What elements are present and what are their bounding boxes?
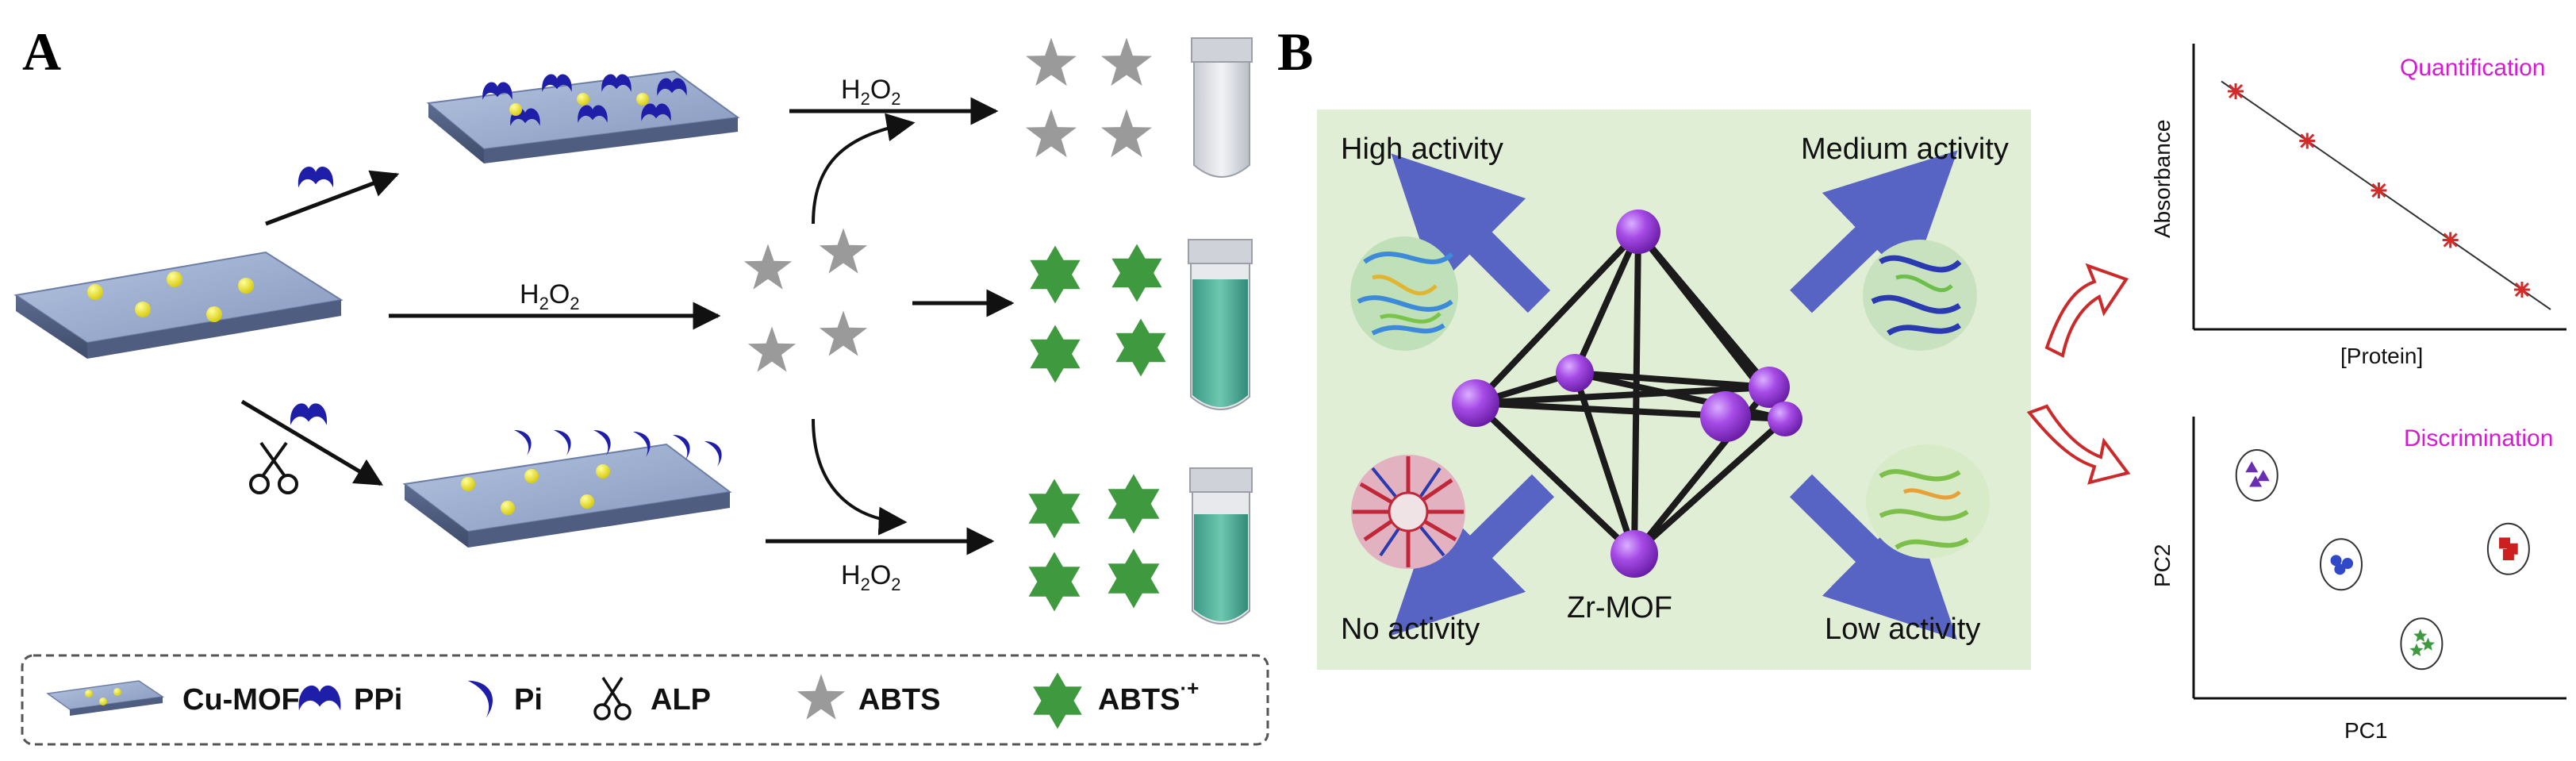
legend-abts-radical: ABTS·+ [1033, 672, 1199, 729]
protein-medium [1863, 240, 1977, 351]
ppi-over-arrow [298, 166, 334, 188]
legend-pi: Pi [467, 680, 543, 718]
legend-alp-label: ALP [651, 683, 711, 717]
disc-ylabel: PC2 [2150, 544, 2175, 587]
legend-abts-radical-label: ABTS·+ [1098, 676, 1199, 717]
cu-mof-slab-ppi [426, 70, 740, 163]
cluster-ellipse [2486, 522, 2530, 575]
disc-point [2502, 549, 2514, 561]
abts-radical-stars-middle [1030, 244, 1166, 383]
legend-pi-label: Pi [514, 683, 543, 717]
tube-clear [1191, 37, 1253, 178]
abts-stars-top [1026, 37, 1152, 158]
cluster-ellipse [2319, 538, 2363, 591]
quant-point [2371, 183, 2387, 198]
legend-alp: ALP [593, 677, 711, 721]
cu-mof-slab-pi [402, 430, 732, 548]
protein-low [1866, 444, 1990, 559]
panel-a: A [13, 21, 1269, 746]
disc-point [2249, 475, 2263, 487]
arrow-none [1391, 474, 1555, 636]
arrow-curve-down [812, 418, 908, 536]
quant-xlabel: [Protein] [2340, 344, 2423, 368]
quant-trend-line [2221, 80, 2551, 310]
cluster-ellipse [2400, 617, 2444, 671]
disc-point [2413, 628, 2428, 642]
red-arrow-down [2026, 404, 2131, 485]
arrow-curve-up [812, 113, 916, 225]
quant-point [2228, 83, 2244, 99]
disc-xlabel: PC1 [2344, 718, 2387, 743]
quant-title: Quantification [2400, 55, 2545, 81]
quant-point [2299, 133, 2316, 149]
panel-b-letter: B [1277, 21, 1313, 82]
arrow-medium [1790, 150, 1958, 313]
protein-high [1350, 236, 1458, 351]
h2o2-label-bottom: H2O2 [841, 560, 901, 594]
arrow-low [1789, 474, 1957, 640]
panel-a-letter: A [22, 21, 61, 82]
disc-point [2421, 637, 2435, 651]
label-zr-mof: Zr-MOF [1567, 591, 1672, 625]
scissors-icon-legend [593, 677, 632, 721]
disc-point [2245, 461, 2259, 473]
scissors-icon [249, 441, 298, 494]
abts-radical-stars-bottom [1028, 474, 1160, 612]
legend-ppi: PPi [298, 683, 402, 717]
quant-point [2442, 232, 2459, 248]
arrow-high [1391, 153, 1551, 313]
quant-point [2513, 282, 2530, 298]
disc-point [2334, 563, 2346, 575]
tube-green-middle [1188, 239, 1253, 410]
tube-green-bottom [1189, 467, 1253, 625]
protein-none [1351, 455, 1465, 569]
label-high-activity: High activity [1341, 133, 1503, 166]
disc-points [2235, 449, 2530, 671]
disc-point [2409, 643, 2424, 656]
red-arrow-up [2044, 263, 2129, 358]
cu-mof-slab-start [13, 251, 344, 359]
legend-cu-mof: Cu-MOF [46, 680, 300, 717]
quantification-chart: Quantification Absorbance [Protein] [2150, 44, 2566, 368]
disc-point [2342, 558, 2354, 569]
ppi-over-arrow-2 [290, 403, 328, 425]
legend-abts-label: ABTS [858, 683, 940, 717]
label-no-activity: No activity [1341, 613, 1480, 646]
h2o2-label-top: H2O2 [841, 75, 901, 109]
legend-abts: ABTS [797, 674, 940, 720]
discrimination-chart: Discrimination PC2 PC1 [2150, 417, 2566, 743]
disc-point [2256, 470, 2270, 482]
h2o2-label-middle: H2O2 [520, 279, 580, 313]
panel-b: B [1277, 21, 2566, 743]
legend-ppi-label: PPi [354, 683, 402, 717]
legend-cu-mof-label: Cu-MOF [182, 683, 300, 717]
arrow-to-ppi [265, 170, 400, 226]
legend-a: Cu-MOF PPi Pi ALP [21, 654, 1269, 746]
quant-ylabel: Absorbance [2150, 120, 2175, 238]
zr-mof-nodes [1452, 209, 1802, 578]
disc-point [2330, 555, 2342, 567]
arrow-to-pi [240, 399, 384, 486]
abts-stars-center [743, 228, 868, 372]
label-medium-activity: Medium activity [1801, 133, 2009, 166]
quant-points [2228, 83, 2530, 298]
label-low-activity: Low activity [1825, 613, 1980, 646]
activity-arrows [1391, 150, 1958, 640]
disc-title: Discrimination [2404, 425, 2553, 452]
cluster-ellipse [2235, 449, 2278, 502]
